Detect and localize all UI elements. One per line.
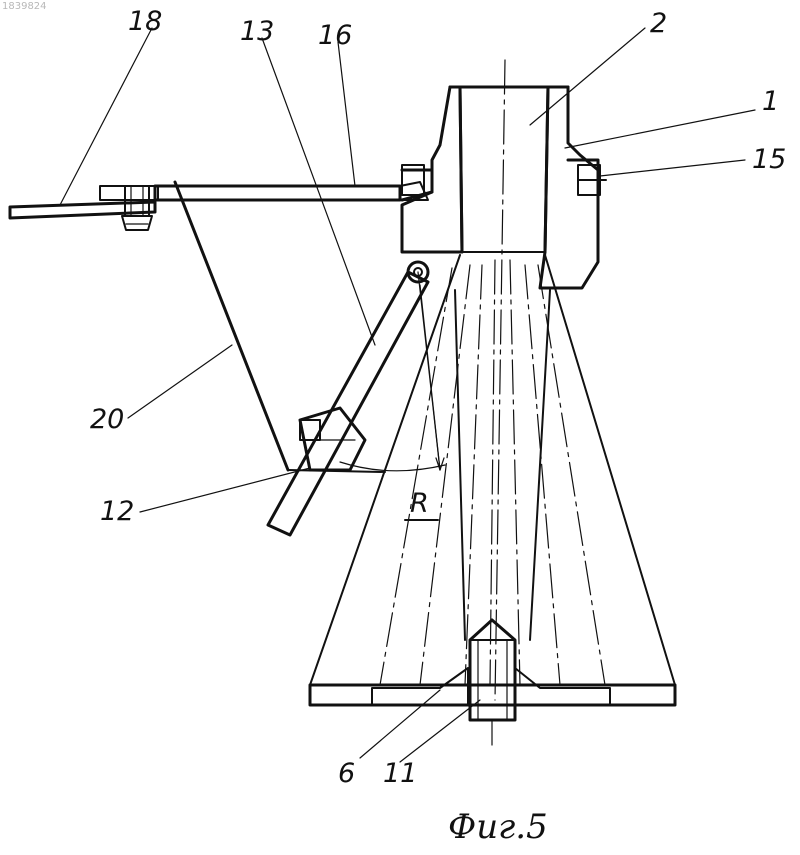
pin-11 (470, 620, 515, 745)
arm-13 (268, 262, 428, 535)
document-id: 1839824 (2, 1, 47, 12)
bolt (122, 186, 152, 230)
figure-caption: Фиг.5 (448, 807, 548, 847)
label-R: R (410, 488, 429, 519)
label-18: 18 (128, 6, 162, 37)
panel-16 (155, 182, 428, 200)
label-1: 1 (762, 86, 779, 117)
label-20: 20 (90, 404, 124, 435)
label-16: 16 (318, 20, 352, 51)
leader-lines (60, 28, 755, 762)
spray-cone (310, 60, 675, 700)
label-2: 2 (650, 8, 667, 39)
label-15: 15 (752, 144, 786, 175)
label-13: 13 (240, 16, 274, 47)
label-12: 12 (100, 496, 134, 527)
housing-1 (402, 87, 598, 288)
panel-18 (10, 186, 158, 218)
label-11: 11 (383, 758, 417, 789)
base-plate-6 (310, 668, 675, 705)
label-6: 6 (338, 758, 355, 789)
